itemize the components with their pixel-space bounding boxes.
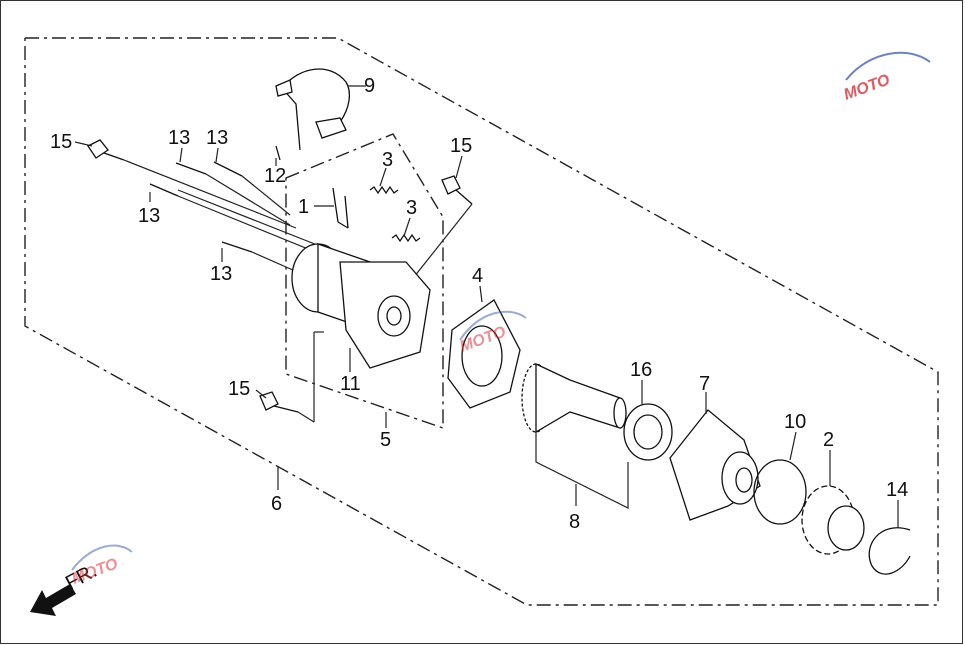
callout-15-right: 15 [450,135,472,157]
leader-lines [74,85,899,528]
o-ring-10-part [753,459,807,525]
callout-labels: 15 13 13 13 13 9 12 3 3 1 15 4 15 11 5 6… [50,75,908,533]
front-arrow-icon [30,584,76,616]
brush-1-part [332,187,349,229]
callout-2: 2 [823,429,834,451]
circlip-14-part [868,527,911,575]
callout-14: 14 [886,479,908,501]
bolt-15-bottom [259,391,299,413]
assembly-5-boundary [285,133,444,429]
callout-1: 1 [298,196,309,218]
callout-8: 8 [569,511,580,533]
callout-6: 6 [271,493,282,515]
callout-3-lower: 3 [406,197,417,219]
sprocket-2-part [801,485,865,555]
cover-7-part [669,409,761,521]
callout-13-middle: 13 [138,205,160,227]
bolt-15-right [441,175,473,205]
callout-16: 16 [630,359,652,381]
callout-5: 5 [380,429,391,451]
callout-13-top-left: 13 [168,127,190,149]
gasket-4-part [447,299,521,409]
clip-12-part [275,145,281,161]
callout-15-left: 15 [50,131,72,153]
callout-11: 11 [340,373,361,395]
gear-shaft-8-part [521,362,627,434]
spring-3-upper [369,185,399,195]
callout-10: 10 [784,411,806,433]
callout-13-top-right: 13 [206,127,228,149]
callout-3-upper: 3 [382,149,393,171]
watermark-logo-top-right: MOTO [842,51,931,104]
callout-4: 4 [472,265,483,287]
assembly-6-boundary [24,37,939,606]
bolt-15-left [87,139,125,161]
callout-15-bottom: 15 [228,378,250,400]
wire-harness-part [275,68,351,151]
starter-motor-part [291,243,431,369]
svg-text:MOTO: MOTO [70,555,121,587]
callout-7: 7 [699,373,710,395]
callout-9: 9 [364,75,375,97]
bearing-16-part [623,403,673,461]
callout-13-lower: 13 [210,263,232,285]
spring-3-lower [391,233,421,243]
callout-12: 12 [264,165,286,187]
